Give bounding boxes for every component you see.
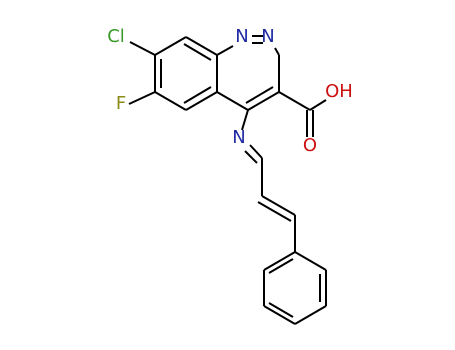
- bond: [268, 258, 294, 274]
- bond: [185, 36, 218, 56]
- hydroxyl-label: OH: [325, 81, 353, 102]
- nitrogen-2-label: N: [261, 26, 274, 47]
- bond: [249, 144, 263, 159]
- bond: [216, 91, 249, 111]
- bond: [245, 86, 274, 104]
- bond: [241, 109, 249, 131]
- bond: [309, 99, 327, 111]
- bond: [268, 302, 294, 318]
- bond: [247, 91, 280, 111]
- imine-nitrogen-label: N: [232, 127, 245, 148]
- bond: [294, 251, 327, 271]
- bond: [274, 47, 280, 56]
- nitrogen-1-label: N: [235, 26, 248, 47]
- atom-labels: Cl F N N N OH O: [107, 26, 353, 156]
- bonds: [128, 35, 327, 325]
- fluorine-label: F: [116, 93, 126, 114]
- bond: [183, 86, 212, 104]
- bond: [154, 91, 187, 111]
- bond: [261, 195, 296, 216]
- bond: [244, 150, 258, 164]
- carbonyl-oxygen-label: O: [303, 135, 317, 156]
- bond: [183, 43, 212, 61]
- chlorine-label: Cl: [107, 26, 125, 47]
- bond: [185, 91, 218, 111]
- bond: [263, 305, 296, 325]
- bond: [263, 251, 296, 271]
- bond: [129, 41, 156, 56]
- bond: [216, 45, 234, 56]
- bond: [257, 201, 292, 222]
- bond: [278, 91, 311, 111]
- bond: [294, 305, 327, 325]
- bond: [128, 91, 156, 105]
- bond: [154, 36, 187, 56]
